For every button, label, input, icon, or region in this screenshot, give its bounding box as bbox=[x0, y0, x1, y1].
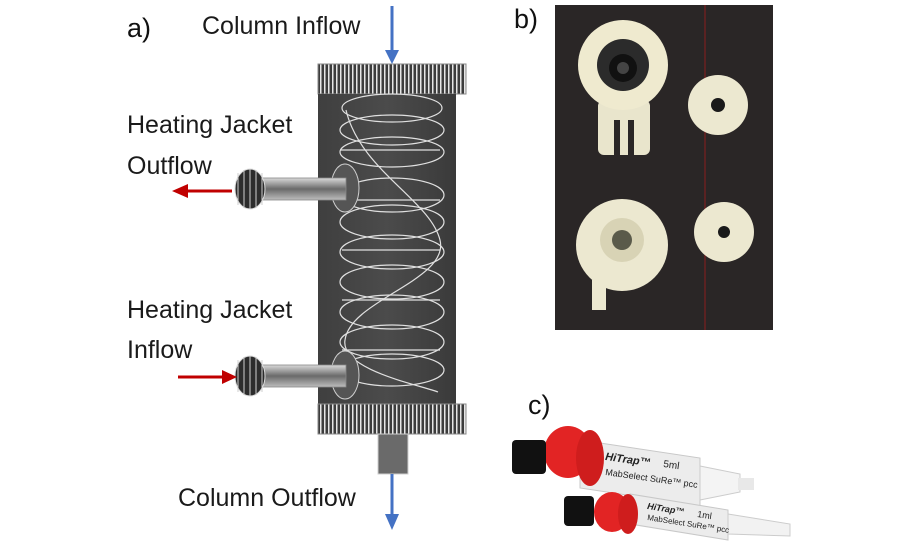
panel-label-a: a) bbox=[127, 13, 152, 43]
hitrap-1ml-column bbox=[564, 492, 791, 541]
fittings-photo bbox=[555, 5, 773, 330]
label-jacket-inflow-1: Heating Jacket bbox=[127, 296, 293, 324]
top-cap bbox=[318, 64, 466, 94]
column-outflow-arrow bbox=[385, 474, 399, 530]
outlet-stem bbox=[377, 433, 409, 475]
jacket-inflow-arrow bbox=[178, 370, 237, 384]
column-inflow-arrow bbox=[385, 6, 399, 64]
fitting-small-top bbox=[688, 75, 748, 135]
hitrap-5ml-column bbox=[512, 426, 754, 507]
label-column-outflow: Column Outflow bbox=[178, 484, 356, 512]
panel-label-c: c) bbox=[528, 390, 551, 420]
jacket-outflow-port bbox=[234, 163, 360, 213]
bottom-cap bbox=[318, 404, 466, 434]
label-jacket-outflow-2: Outflow bbox=[127, 152, 212, 180]
jacket-inflow-port bbox=[234, 350, 360, 400]
fitting-large-bottom bbox=[576, 199, 668, 310]
heating-coil bbox=[339, 93, 445, 393]
fitting-small-bottom bbox=[694, 202, 754, 262]
column-5ml-volume: 5ml bbox=[662, 459, 681, 473]
jacket-outflow-arrow bbox=[172, 184, 232, 198]
label-column-inflow: Column Inflow bbox=[202, 12, 361, 40]
fitting-large-top bbox=[578, 20, 668, 160]
hitrap-columns-photo bbox=[512, 426, 791, 541]
label-jacket-outflow-1: Heating Jacket bbox=[127, 111, 293, 139]
panel-label-b: b) bbox=[514, 4, 539, 34]
label-jacket-inflow-2: Inflow bbox=[127, 336, 193, 364]
